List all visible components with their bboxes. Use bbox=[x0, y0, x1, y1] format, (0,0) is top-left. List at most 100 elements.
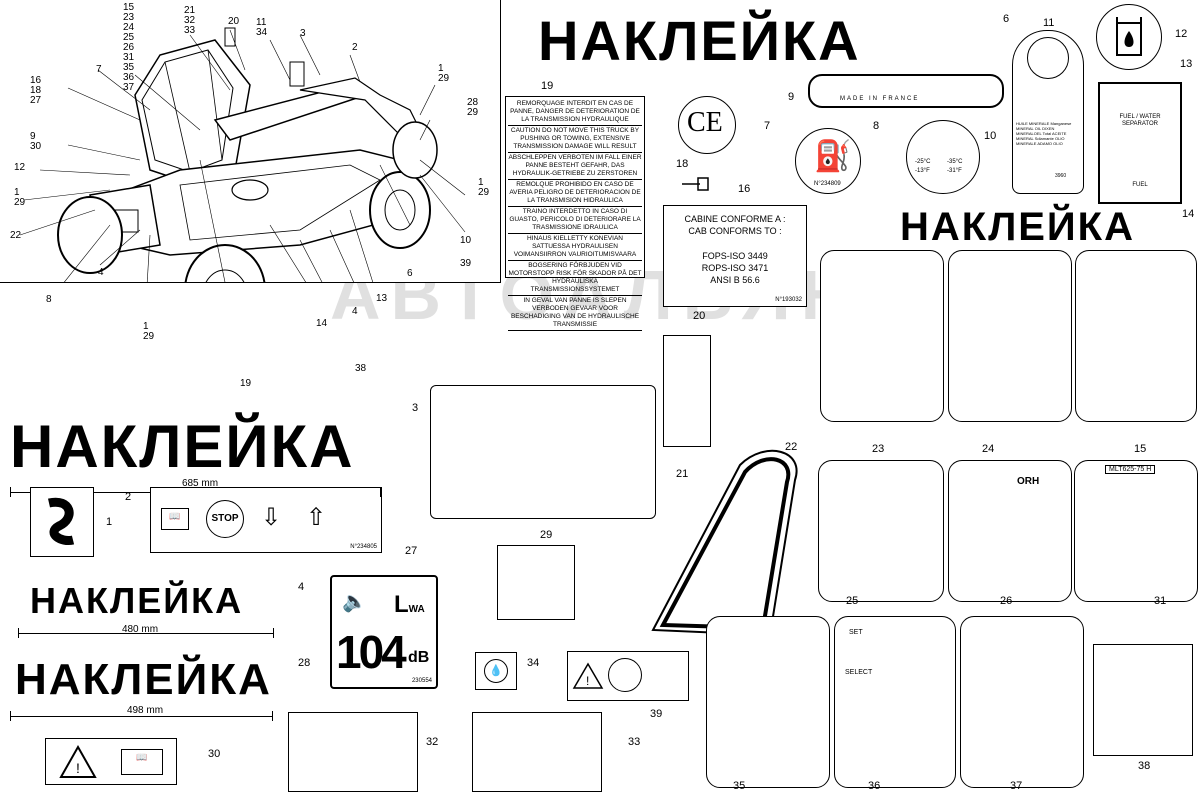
callout-22: 22 bbox=[10, 230, 22, 241]
callout-6: 6 bbox=[407, 268, 413, 279]
lwa-sub: WA bbox=[408, 604, 425, 615]
label-big-top: НАКЛЕЙКА bbox=[538, 9, 861, 72]
ce-mark: CE bbox=[687, 107, 723, 138]
callout-group-d: 16 18 27 bbox=[30, 75, 42, 106]
callout-group-j: 1 29 bbox=[438, 63, 450, 84]
dim-line-480 bbox=[18, 633, 273, 634]
label-big-left-small-1: НАКЛЕЙКА bbox=[30, 580, 244, 621]
callout-4: 4 bbox=[98, 267, 104, 278]
callout-22-label: 22 bbox=[785, 441, 798, 453]
callout-8-label: 8 bbox=[873, 120, 880, 132]
callout-38-label: 38 bbox=[1138, 760, 1151, 772]
label-big-left: НАКЛЕЙКА bbox=[10, 413, 355, 480]
callout-35-label: 35 bbox=[733, 780, 746, 792]
sticker-19: REMORQUAGE INTERDIT EN CAS DE PANNE, DAN… bbox=[505, 96, 645, 331]
callout-26-label: 26 bbox=[1000, 595, 1013, 607]
arrow-down-icon: ⇩ bbox=[261, 504, 282, 531]
warning-triangle-icon-39: ! bbox=[572, 662, 604, 689]
sticker-20 bbox=[663, 335, 711, 447]
sticker-30: ! 📖 bbox=[45, 738, 177, 785]
sticker-31: MLT625-75 H bbox=[1074, 460, 1198, 602]
sticker-37 bbox=[960, 616, 1084, 788]
callout-21-label: 21 bbox=[676, 468, 689, 480]
callout-14: 14 bbox=[316, 318, 328, 329]
bolt-icon bbox=[682, 177, 709, 191]
manual-book-icon: 📖 bbox=[121, 749, 163, 775]
dim-tick-left-498 bbox=[10, 711, 11, 721]
speaker-icon: 🔈 bbox=[342, 591, 367, 613]
callout-33-label: 33 bbox=[628, 736, 641, 748]
callout-8: 8 bbox=[46, 294, 52, 305]
callout-group-i: 28 29 bbox=[467, 97, 479, 118]
sticker-2: 📖 STOP ⇩ ⇧ N°234805 bbox=[150, 487, 382, 553]
callout-20-label: 20 bbox=[693, 310, 706, 322]
sticker-2-ref: N°234805 bbox=[350, 544, 377, 550]
fuel-label: FUEL bbox=[1132, 182, 1148, 188]
fuel-water-label: FUEL / WATER bbox=[1119, 114, 1161, 120]
sticker-33 bbox=[472, 712, 602, 792]
callout-group-b: 21 32 33 bbox=[184, 5, 196, 36]
svg-text:!: ! bbox=[586, 674, 589, 688]
callout-13: 13 bbox=[376, 293, 388, 304]
dim-480: 480 mm bbox=[121, 624, 159, 635]
temp-3: -35°C bbox=[947, 159, 963, 165]
callout-2-label: 2 bbox=[125, 491, 132, 503]
callout-4b: 4 bbox=[352, 306, 358, 317]
separator-label: SEPARATOR bbox=[1121, 121, 1158, 127]
callout-group-c: 11 34 bbox=[256, 17, 268, 38]
callout-29-label: 29 bbox=[540, 529, 553, 541]
noise-unit: dB bbox=[408, 649, 430, 666]
callout-24-label: 24 bbox=[982, 443, 995, 455]
sticker-27-ref: 230554 bbox=[411, 678, 432, 684]
sticker-27: 🔈 LWA 104 dB 230554 bbox=[330, 575, 438, 689]
sticker-19-line: ABSCHLEPPEN VERBOTEN IM FALL EINER PANNE… bbox=[508, 153, 642, 180]
sticker-7: CE bbox=[678, 96, 736, 154]
callout-19: 19 bbox=[240, 378, 252, 389]
callout-36-label: 36 bbox=[868, 780, 881, 792]
sticker-9: MADE IN FRANCE bbox=[808, 74, 1004, 108]
sticker-19-line: REMOLQUE PROHIBIDO EN CASO DE AVERIA PEL… bbox=[508, 180, 642, 207]
callout-group-a: 15 23 24 25 26 31 35 36 37 bbox=[123, 2, 135, 93]
callout-31-label: 31 bbox=[1154, 595, 1167, 607]
callout-39-label: 39 bbox=[650, 708, 663, 720]
pipe-hazard-icon bbox=[48, 497, 75, 546]
sticker-19-line: TRAINO INTERDETTO IN CASO DI GUASTO, PER… bbox=[508, 207, 642, 234]
callout-37-label: 37 bbox=[1010, 780, 1023, 792]
callout-group-f: 1 29 bbox=[14, 187, 26, 208]
sticker-38 bbox=[1093, 644, 1193, 756]
sticker-22 bbox=[651, 449, 798, 637]
callout-group-e: 9 30 bbox=[30, 131, 42, 152]
set-label: SET bbox=[849, 629, 863, 636]
dim-tick-right-480 bbox=[273, 628, 274, 638]
sticker-19-line: HINAUS KIELLETTY KONEVIAN SATTUESSA HYDR… bbox=[508, 234, 642, 261]
sticker-24 bbox=[948, 250, 1072, 422]
orh-label: ORH bbox=[1017, 476, 1040, 487]
sticker-19-line: IN GEVAL VAN PANNE IS SLEPEN VERBODEN GE… bbox=[508, 296, 642, 331]
sticker-8: ⛽ N°234809 bbox=[795, 128, 861, 194]
temp-2: -13°F bbox=[915, 168, 930, 174]
warning-triangle-icon: ! bbox=[59, 744, 97, 778]
sticker-31-title: MLT625-75 H bbox=[1105, 465, 1156, 474]
callout-11-label: 11 bbox=[1043, 17, 1055, 29]
callout-27-label: 27 bbox=[405, 545, 418, 557]
callout-1-label: 1 bbox=[106, 516, 113, 528]
callout-13-label: 13 bbox=[1180, 58, 1193, 70]
callout-10-label: 10 bbox=[984, 130, 997, 142]
callout-12: 12 bbox=[14, 162, 26, 173]
oil-drop-icon: 💧 bbox=[484, 659, 508, 683]
callout-4-label: 4 bbox=[298, 581, 305, 593]
telehandler-drawing bbox=[19, 27, 466, 282]
sticker-11: HUILE MINERALE Manganese MINERAL OIL DIX… bbox=[1012, 30, 1084, 194]
sticker-13: FUEL / WATER SEPARATOR FUEL bbox=[1098, 82, 1182, 204]
sticker-19-line: BOGSERING FÖRBJUDEN VID MOTORSTOPP RISK … bbox=[508, 261, 642, 296]
sticker-19-line: REMORQUAGE INTERDIT EN CAS DE PANNE, DAN… bbox=[508, 99, 642, 126]
svg-text:!: ! bbox=[76, 760, 80, 776]
sticker-39: ! bbox=[567, 651, 689, 701]
callout-30-label: 30 bbox=[208, 748, 221, 760]
sticker-16: CABINE CONFORME A : CAB CONFORMS TO : FO… bbox=[663, 205, 807, 307]
sticker-11-text: HUILE MINERALE Manganese MINERAL OIL DIX… bbox=[1016, 121, 1072, 146]
sticker-32 bbox=[288, 712, 418, 792]
callout-28-label: 28 bbox=[298, 657, 311, 669]
sticker-16-line3: FOPS-ISO 3449 bbox=[702, 251, 768, 261]
callout-23-label: 23 bbox=[872, 443, 885, 455]
